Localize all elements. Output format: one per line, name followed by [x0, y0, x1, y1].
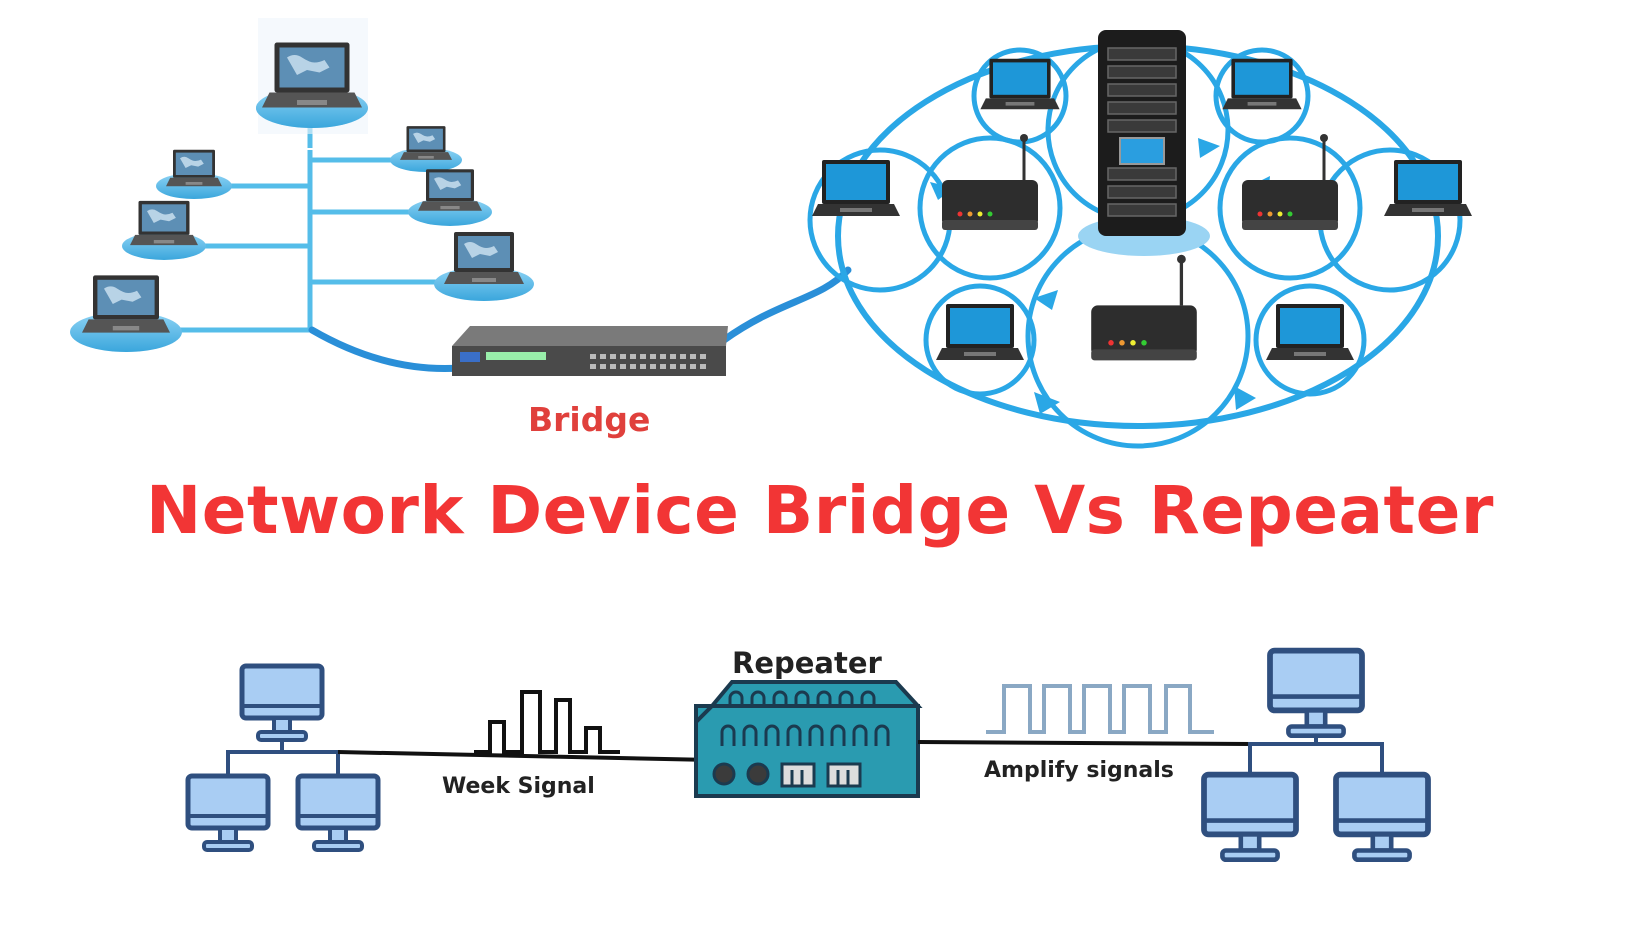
laptop-icon: [1384, 160, 1472, 216]
page-title: Network Device Bridge Vs Repeater: [146, 472, 1494, 549]
laptop-icon: [1222, 58, 1302, 110]
router-icon: [1089, 253, 1199, 363]
laptop-icon: [980, 58, 1060, 110]
laptop-icon: [1266, 304, 1354, 360]
desktop-computer-icon: [1336, 775, 1428, 860]
laptop-icon: [156, 149, 232, 199]
server-rack-icon: [1078, 30, 1210, 256]
desktop-computer-icon: [1270, 651, 1362, 736]
weak-signal-label: Week Signal: [442, 774, 595, 799]
desktop-computer-icon: [1204, 775, 1296, 860]
laptop-icon: [408, 169, 492, 226]
bridge-label: Bridge: [528, 400, 651, 439]
desktop-computer-icon: [188, 776, 268, 850]
weak-signal-waveform: [474, 690, 620, 754]
desktop-computer-icon: [242, 666, 322, 740]
repeater-label: Repeater: [732, 646, 882, 680]
desktop-computer-icon: [298, 776, 378, 850]
mesh-network: [807, 30, 1472, 449]
laptop-icon: [256, 18, 368, 134]
switch-icon: [452, 326, 728, 376]
laptop-icon: [122, 200, 206, 260]
laptop-icon: [936, 304, 1024, 360]
laptop-icon: [812, 160, 900, 216]
amplified-signal-waveform: [986, 684, 1214, 734]
laptop-icon: [70, 275, 182, 352]
bridge-cables: [308, 266, 852, 373]
amplify-signals-label: Amplify signals: [984, 758, 1174, 783]
laptop-icon: [434, 232, 534, 301]
bus-network: [70, 18, 534, 352]
repeater-device-icon: [694, 680, 923, 798]
laptop-icon: [390, 126, 462, 172]
repeater-diagram: [188, 651, 1428, 860]
